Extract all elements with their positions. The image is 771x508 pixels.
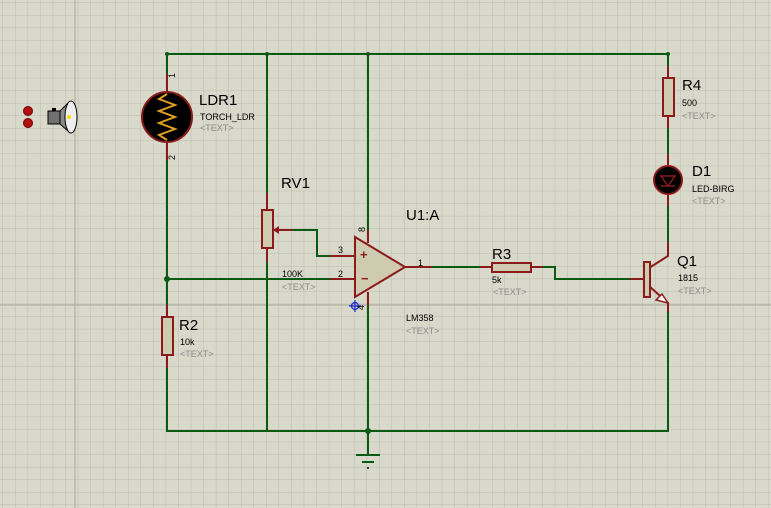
ldr1-ref: LDR1: [199, 92, 238, 109]
ground-icon[interactable]: [356, 454, 380, 469]
r4-value: 500: [682, 98, 698, 108]
r3-ref: R3: [492, 246, 512, 263]
ldr1-value: TORCH_LDR: [200, 112, 255, 122]
u1-text: <TEXT>: [406, 326, 440, 336]
u1-pin8: 8: [357, 226, 368, 233]
ldr1-symbol[interactable]: [141, 74, 193, 160]
crosshair-cursor-icon: [349, 300, 361, 312]
q1-value: 1815: [678, 273, 699, 283]
rv1-value: 100K: [282, 269, 304, 279]
u1-plus-sign: +: [360, 247, 368, 262]
q1-text: <TEXT>: [678, 286, 712, 296]
r3-value: 5k: [492, 275, 502, 285]
ldr1-pin1-label: 1: [167, 72, 178, 79]
d1-text: <TEXT>: [692, 196, 726, 206]
d1-value: LED-BIRG: [692, 184, 735, 194]
rv1-ref: RV1: [281, 175, 310, 192]
u1-pin3: 3: [338, 245, 344, 255]
d1-led-symbol[interactable]: [653, 154, 683, 206]
u1-opamp-symbol[interactable]: [330, 230, 432, 305]
r3-text: <TEXT>: [493, 287, 527, 297]
r3-symbol[interactable]: [480, 262, 543, 273]
u1-ref: U1:A: [406, 207, 440, 224]
r4-text: <TEXT>: [682, 111, 716, 121]
u1-pin2: 2: [338, 269, 344, 279]
ldr1-text: <TEXT>: [200, 123, 234, 133]
u1-pin1: 1: [418, 258, 424, 268]
rv1-text: <TEXT>: [282, 282, 316, 292]
r2-text: <TEXT>: [180, 349, 214, 359]
r2-ref: R2: [179, 317, 199, 334]
r2-value: 10k: [180, 337, 195, 347]
u1-pin4: 4: [356, 304, 367, 311]
u1-minus-sign: −: [361, 271, 369, 286]
junctions: [164, 52, 670, 434]
q1-ref: Q1: [677, 253, 698, 270]
ldr1-pin2-label: 2: [167, 154, 178, 161]
r4-symbol[interactable]: [662, 66, 675, 128]
r4-ref: R4: [682, 77, 702, 94]
d1-ref: D1: [692, 163, 712, 180]
rv1-symbol[interactable]: [261, 193, 292, 262]
speaker-icon[interactable]: [47, 100, 78, 134]
r2-symbol[interactable]: [161, 305, 174, 368]
u1-value: LM358: [406, 313, 434, 323]
probe-dots-icon[interactable]: [23, 106, 33, 128]
q1-transistor-symbol[interactable]: [630, 242, 670, 312]
